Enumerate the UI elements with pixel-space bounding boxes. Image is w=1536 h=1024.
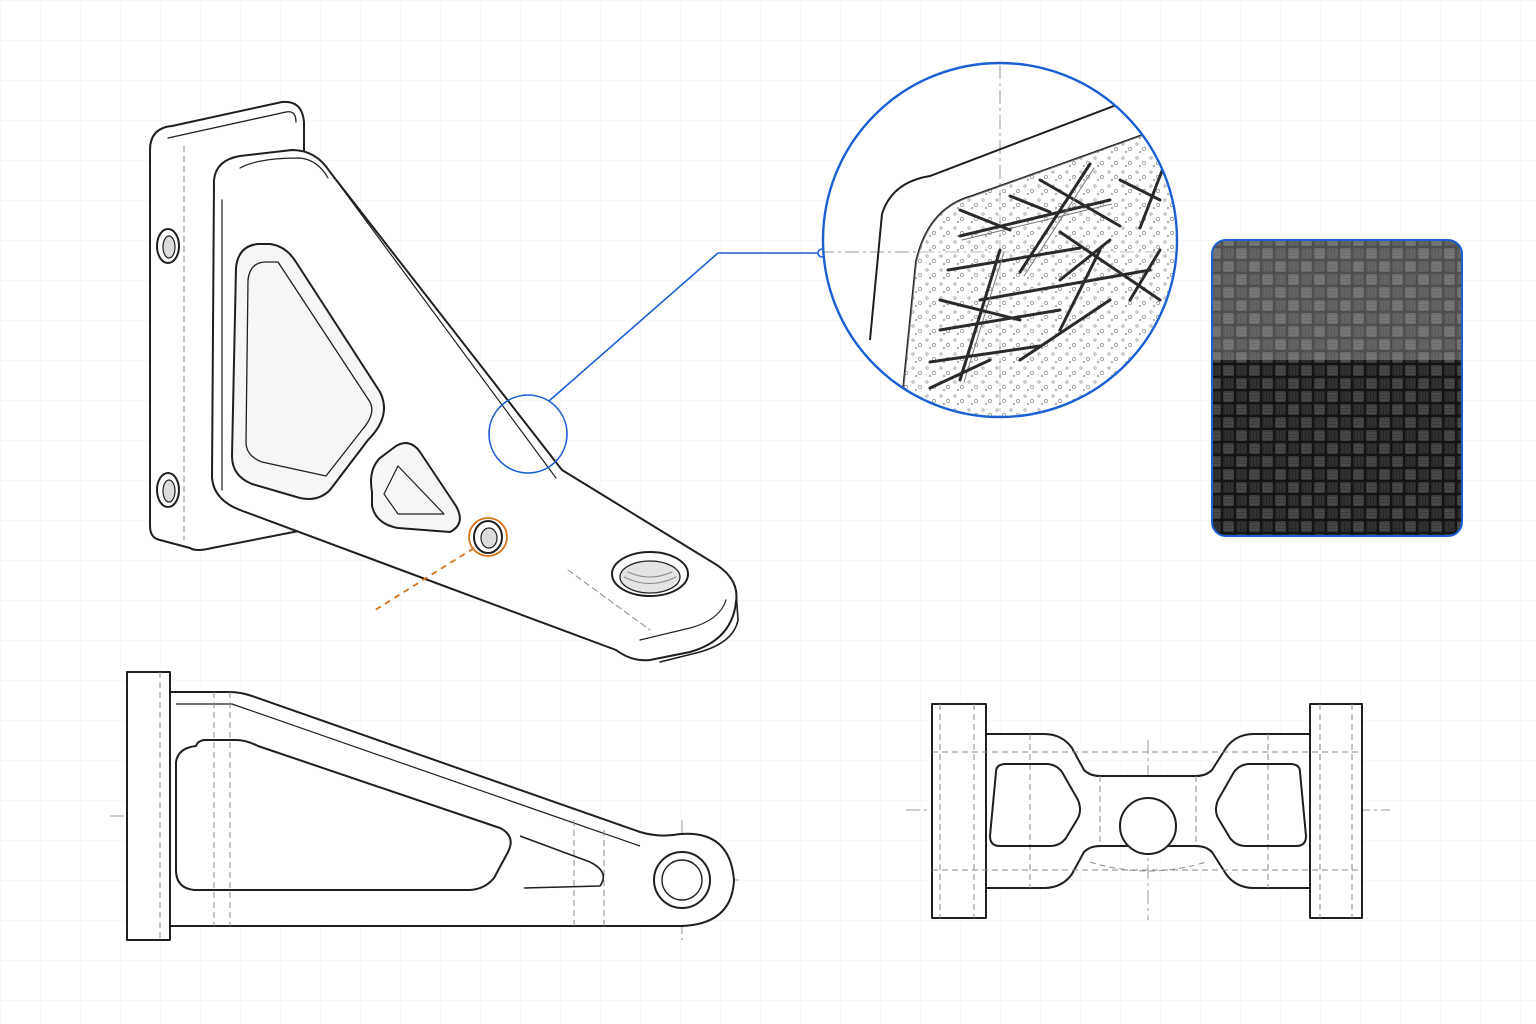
- side-cutout: [175, 739, 512, 891]
- side-view: [110, 671, 740, 941]
- top-right-cutout: [1215, 763, 1307, 847]
- carbon-fiber-swatch: [1211, 239, 1463, 537]
- chopped-fibers: [928, 148, 1172, 390]
- small-cutout: [370, 442, 461, 533]
- top-view: [906, 703, 1390, 920]
- magnifier-ring: [821, 61, 1179, 419]
- isometric-view: [149, 100, 739, 663]
- magnified-detail: [821, 61, 1179, 419]
- top-center-hole: [1119, 797, 1177, 855]
- detail-callout-ring: [488, 394, 568, 474]
- boss-hole: [611, 551, 689, 597]
- gusset-arm: [211, 149, 738, 662]
- top-right-flange: [1309, 703, 1363, 919]
- side-body: [169, 691, 735, 927]
- callout-leader-line: [548, 252, 822, 402]
- top-left-cutout: [989, 763, 1081, 847]
- plate-hole-bottom: [156, 472, 180, 508]
- pin-hole-highlight: [371, 517, 508, 613]
- side-plate: [126, 671, 171, 941]
- large-cutout: [231, 243, 385, 500]
- top-left-flange: [931, 703, 987, 919]
- side-pin-hole: [473, 520, 503, 554]
- plate-hole-top: [156, 228, 180, 264]
